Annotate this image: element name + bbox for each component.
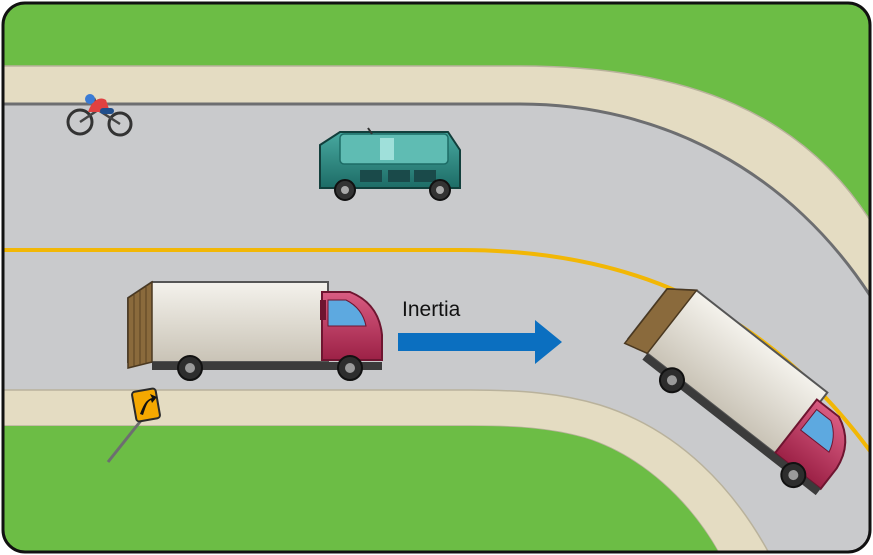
inertia-label: Inertia bbox=[402, 298, 461, 321]
truck-icon bbox=[128, 282, 382, 380]
